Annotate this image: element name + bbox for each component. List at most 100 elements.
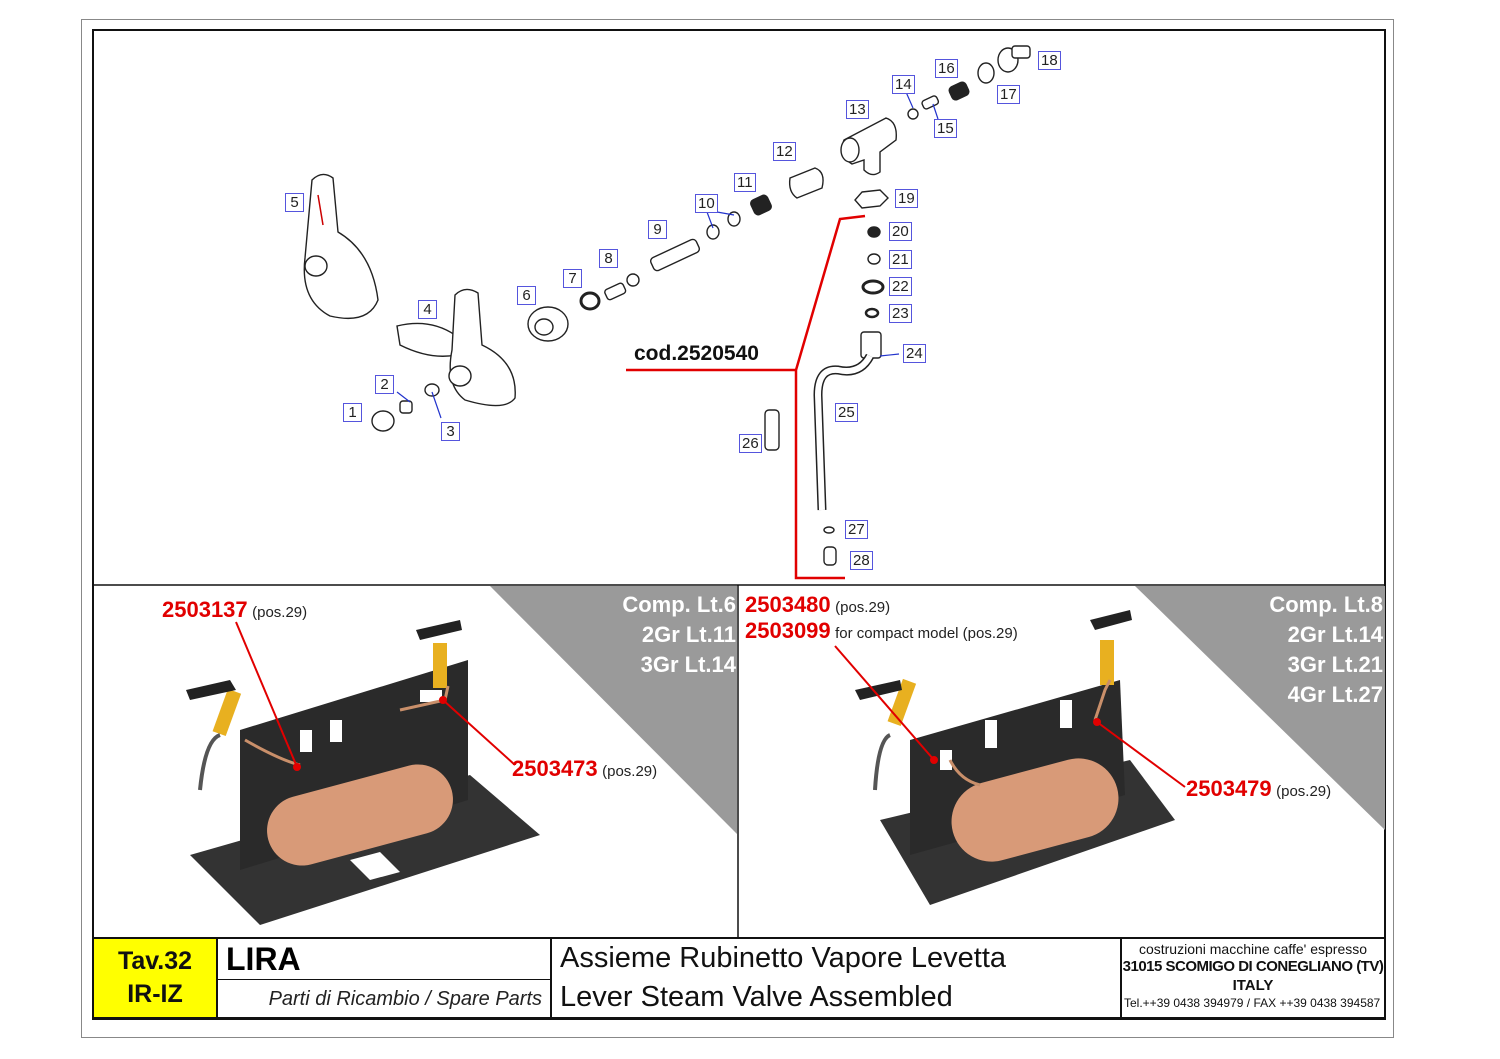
sheet-inner-frame [92, 29, 1386, 1020]
model-box: LIRA Parti di Ricambio / Spare Parts [216, 937, 552, 1019]
callout-2503473[interactable]: 2503473 (pos.29) [512, 756, 657, 782]
part-code: 2503473 [512, 756, 598, 781]
part-16-spring [948, 81, 970, 101]
model-name: LIRA [218, 939, 550, 980]
title-italian: Assieme Rubinetto Vapore Levetta [560, 942, 1007, 974]
part-label-24[interactable]: 24 [903, 344, 926, 363]
part-label-9[interactable]: 9 [648, 220, 667, 239]
part-14-washer [907, 108, 919, 120]
part-label-27[interactable]: 27 [845, 520, 868, 539]
part-note: for compact model (pos.29) [835, 625, 1018, 642]
part-label-21[interactable]: 21 [889, 250, 912, 269]
part-6-nut [527, 306, 569, 342]
company-tagline: costruzioni macchine caffe' espresso [1138, 941, 1368, 957]
compat-line: 3Gr Lt.14 [640, 652, 736, 677]
part-note: (pos.29) [1276, 783, 1332, 800]
table-code-box: Tav.32 IR-IZ [92, 937, 218, 1019]
callout-2503137[interactable]: 2503137 (pos.29) [162, 597, 307, 623]
part-note: (pos.29) [252, 604, 308, 621]
title-english: Lever Steam Valve Assembled [560, 981, 953, 1013]
callout-2503099[interactable]: 2503099 for compact model (pos.29) [745, 618, 1018, 644]
part-label-14[interactable]: 14 [892, 75, 915, 94]
part-27-oring [823, 526, 835, 534]
part-20 [867, 226, 881, 238]
part-25-steam-pipe [813, 353, 874, 511]
compat-triangle-right [1135, 586, 1385, 830]
part-code: 2503479 [1186, 776, 1272, 801]
part-label-11[interactable]: 11 [734, 173, 756, 192]
part-11-spring [750, 194, 772, 216]
part-18-fitting [997, 45, 1031, 73]
part-21 [867, 253, 881, 265]
part-2-screw [399, 400, 413, 414]
table-code: Tav.32 [117, 947, 193, 975]
part-label-2[interactable]: 2 [375, 375, 394, 394]
machine-illustration-right [855, 610, 1175, 905]
compatibility-left: Comp. Lt.6 2Gr Lt.11 3Gr Lt.14 [580, 590, 736, 680]
part-label-26[interactable]: 26 [739, 434, 762, 453]
table-variant: IR-IZ [127, 980, 183, 1008]
compat-line: 4Gr Lt.27 [1287, 682, 1383, 707]
machine-illustration-left [186, 620, 540, 925]
part-label-22[interactable]: 22 [889, 277, 912, 296]
part-code: 2503137 [162, 597, 248, 622]
company-address: 31015 SCOMIGO DI CONEGLIANO (TV) [1122, 958, 1384, 975]
company-country: ITALY [1232, 977, 1274, 994]
assembly-code: cod.2520540 [634, 342, 759, 365]
company-box: costruzioni macchine caffe' espresso 310… [1120, 937, 1386, 1019]
compat-line: Comp. Lt.6 [622, 592, 736, 617]
part-label-10[interactable]: 10 [695, 194, 718, 213]
part-label-4[interactable]: 4 [418, 300, 437, 319]
part-4-lever [396, 288, 516, 407]
part-26-sleeve [764, 409, 780, 451]
part-7-ring [579, 291, 601, 311]
part-label-15[interactable]: 15 [934, 119, 957, 138]
sheet-outer-frame [81, 19, 1394, 1038]
part-10-oring-a [706, 224, 720, 240]
part-label-6[interactable]: 6 [517, 286, 536, 305]
part-note: (pos.29) [602, 763, 658, 780]
company-contacts: Tel.++39 0438 394979 / FAX ++39 0438 394… [1124, 996, 1381, 1010]
document-subtitle: Parti di Ricambio / Spare Parts [268, 988, 542, 1010]
part-label-3[interactable]: 3 [441, 422, 460, 441]
part-label-18[interactable]: 18 [1038, 51, 1061, 70]
part-label-28[interactable]: 28 [850, 551, 873, 570]
part-label-12[interactable]: 12 [773, 142, 796, 161]
callout-2503480[interactable]: 2503480 (pos.29) [745, 592, 890, 618]
compat-triangle-left [490, 586, 737, 834]
part-label-8[interactable]: 8 [599, 249, 618, 268]
part-label-25[interactable]: 25 [835, 403, 858, 422]
part-17-gasket [977, 62, 995, 84]
part-label-7[interactable]: 7 [563, 269, 582, 288]
part-label-13[interactable]: 13 [846, 100, 869, 119]
part-9-shaft [649, 238, 701, 272]
part-code: 2503099 [745, 618, 831, 643]
compat-line: Comp. Lt.8 [1269, 592, 1383, 617]
part-label-17[interactable]: 17 [997, 85, 1020, 104]
part-5-lever-cover [303, 173, 379, 320]
part-label-16[interactable]: 16 [935, 59, 958, 78]
part-label-20[interactable]: 20 [889, 222, 912, 241]
description-box: Assieme Rubinetto Vapore Levetta Lever S… [550, 937, 1122, 1019]
compatibility-right: Comp. Lt.8 2Gr Lt.14 3Gr Lt.21 4Gr Lt.27 [1220, 590, 1383, 710]
part-3-washer [424, 383, 440, 397]
callout-2503479[interactable]: 2503479 (pos.29) [1186, 776, 1331, 802]
part-1-knob [371, 410, 395, 432]
part-10-oring-b [727, 211, 741, 227]
compat-line: 3Gr Lt.21 [1287, 652, 1383, 677]
part-label-23[interactable]: 23 [889, 304, 912, 323]
part-12-seat [788, 167, 824, 199]
part-label-5[interactable]: 5 [285, 193, 304, 212]
compat-line: 2Gr Lt.11 [641, 622, 736, 647]
part-15-valve-pin [921, 95, 940, 110]
part-label-19[interactable]: 19 [895, 189, 918, 208]
part-23 [864, 307, 880, 319]
part-8-pin [604, 273, 640, 301]
part-22 [861, 279, 885, 295]
part-28-nozzle [823, 546, 837, 566]
part-code: 2503480 [745, 592, 831, 617]
part-label-1[interactable]: 1 [343, 403, 362, 422]
compat-line: 2Gr Lt.14 [1287, 622, 1383, 647]
part-note: (pos.29) [835, 599, 891, 616]
